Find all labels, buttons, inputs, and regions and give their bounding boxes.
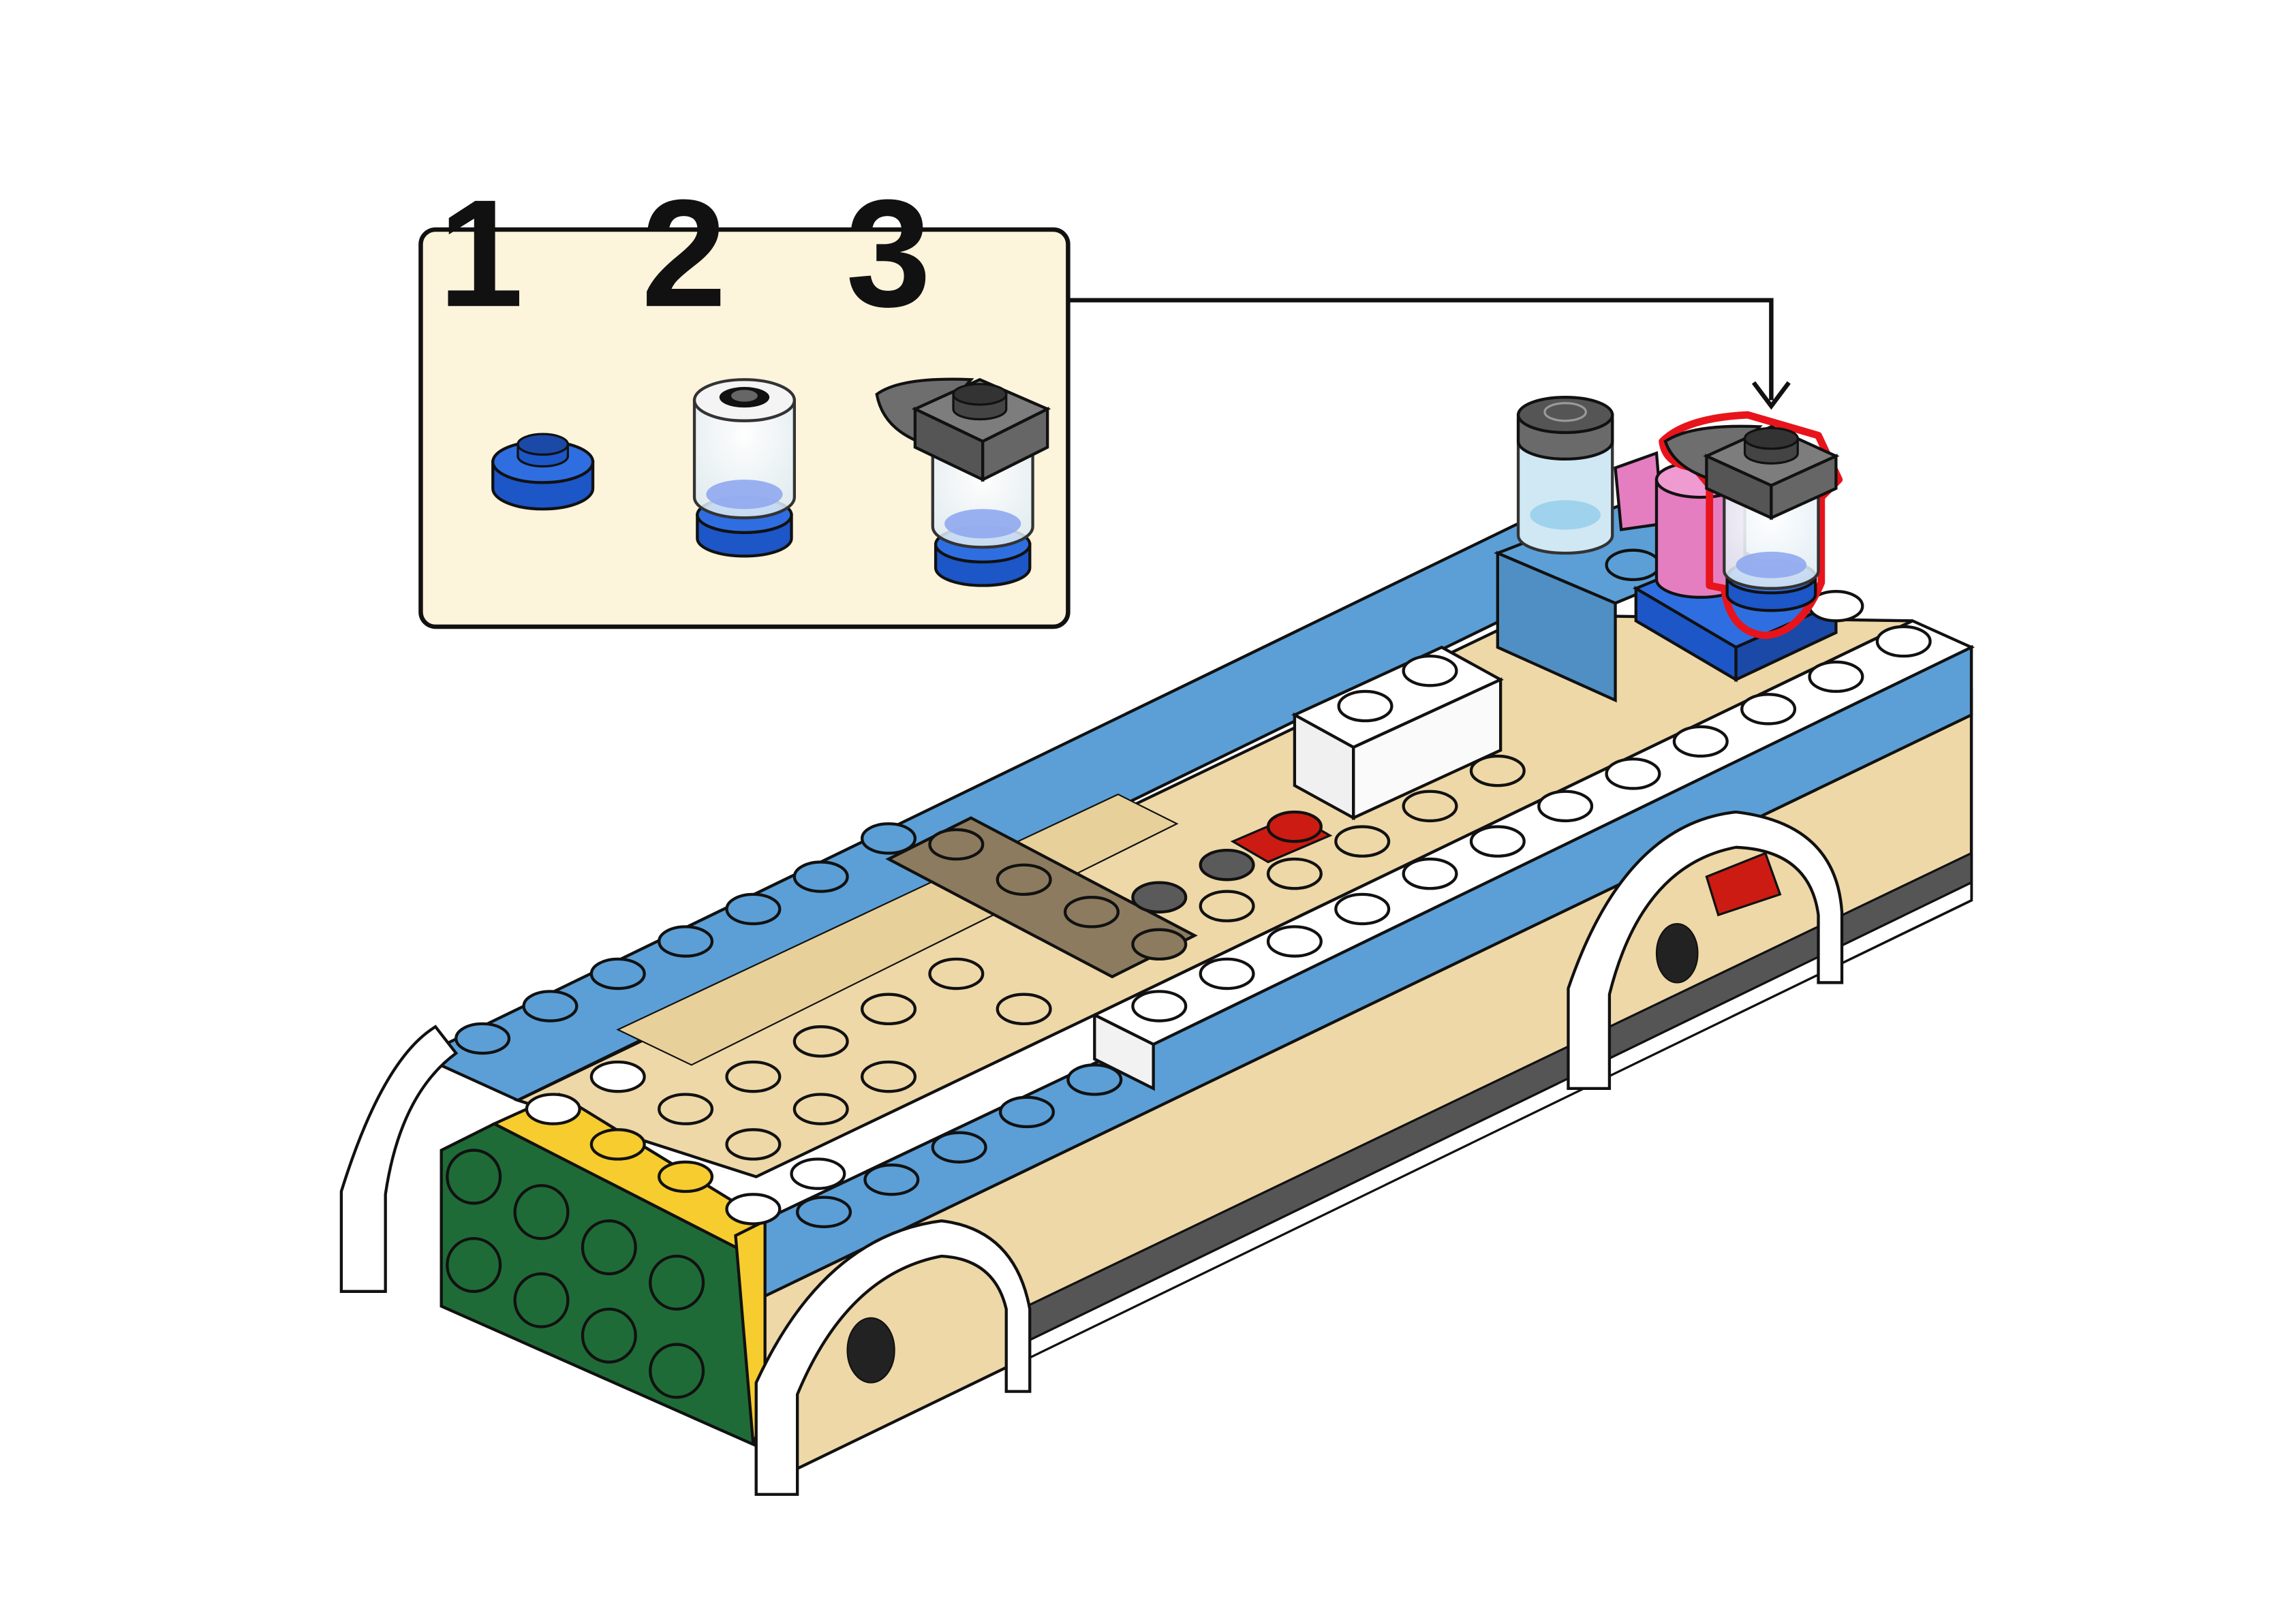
- part-blue-round-plate: [491, 433, 595, 511]
- step-number-1: 1: [438, 168, 523, 339]
- existing-light-assembly: [1516, 396, 1614, 555]
- studs: [446, 548, 1932, 1399]
- step-number-2: 2: [641, 168, 726, 339]
- bus-model: [339, 396, 1975, 1496]
- rear-axle: [1655, 923, 1699, 984]
- new-part-highlighted: [1659, 411, 1843, 640]
- callout-leader-arrow: [1068, 298, 1791, 410]
- part-grey-fin-plate: [875, 377, 1051, 587]
- front-axle: [846, 1317, 895, 1384]
- rear-wheel-arch: [1567, 810, 1844, 1091]
- sub-step-callout: 1 2 3: [418, 168, 1071, 629]
- front-wheel-arch: [754, 1219, 1032, 1496]
- step-number-3: 3: [846, 168, 931, 339]
- part-transparent-cylinder: [692, 378, 797, 558]
